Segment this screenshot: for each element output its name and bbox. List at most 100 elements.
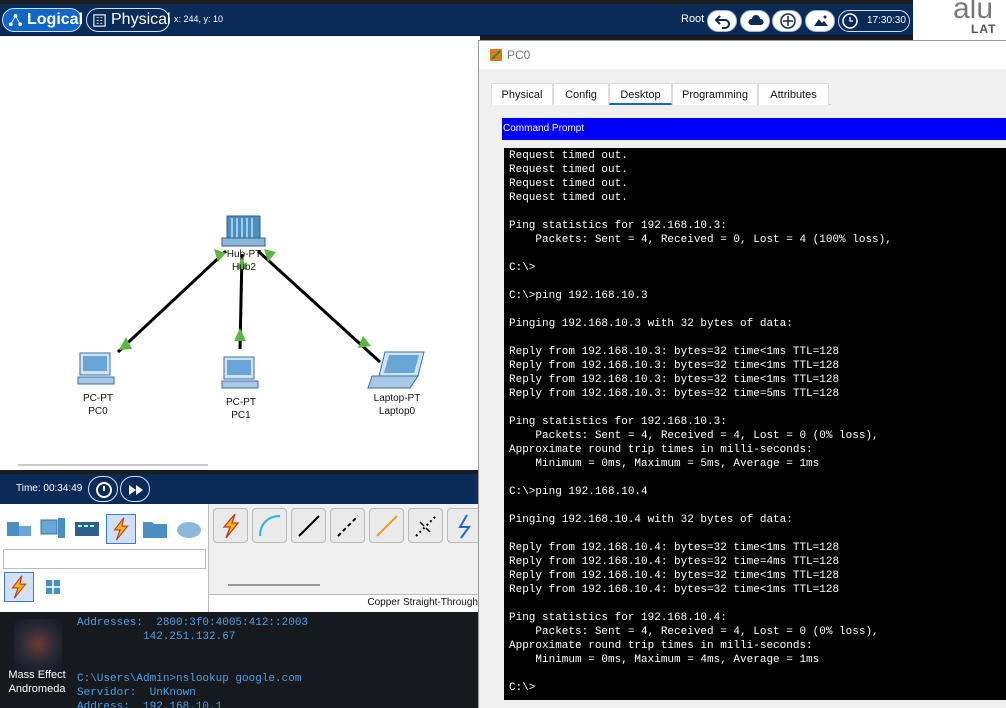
tab-desktop[interactable]: Desktop bbox=[609, 83, 672, 105]
fast-forward-button[interactable] bbox=[120, 476, 150, 502]
laptop-device[interactable] bbox=[367, 351, 425, 389]
network-devices-icon[interactable] bbox=[4, 514, 34, 544]
background-image-button[interactable] bbox=[805, 10, 835, 32]
cmd-line bbox=[509, 401, 892, 415]
background-terminal-output: Addresses: 2800:3f0:4005:412::2003 142.2… bbox=[77, 616, 477, 708]
pc1-label: PC-PT PC1 bbox=[201, 396, 281, 422]
clock-button[interactable]: 17:30:30 bbox=[838, 10, 910, 32]
game-label-line2: Andromeda bbox=[8, 683, 66, 695]
logical-topology-icon bbox=[8, 13, 23, 27]
cluster-button[interactable] bbox=[740, 10, 770, 32]
cmd-line: Packets: Sent = 4, Received = 4, Lost = … bbox=[509, 626, 879, 638]
cmd-line: Reply from 192.168.10.4: bytes=32 time<1… bbox=[509, 570, 840, 582]
window-title: PC0 bbox=[507, 48, 531, 62]
image-icon bbox=[814, 15, 828, 26]
cmd-line: Packets: Sent = 4, Received = 4, Lost = … bbox=[509, 430, 879, 442]
cmd-line: Reply from 192.168.10.3: bytes=32 time=5… bbox=[509, 388, 840, 400]
cmd-line: Pinging 192.168.10.4 with 32 bytes of da… bbox=[509, 514, 793, 526]
window-titlebar[interactable]: PC0 bbox=[479, 41, 1006, 69]
pc0-type: PC-PT bbox=[83, 393, 113, 404]
cmd-line bbox=[509, 499, 892, 513]
power-cycle-icon bbox=[96, 482, 112, 498]
packet-tracer-app-icon bbox=[490, 49, 502, 61]
tab-config[interactable]: Config bbox=[553, 83, 609, 105]
windows-desktop-background: Mass Effect Andromeda Addresses: 2800:3f… bbox=[0, 612, 480, 708]
power-cycle-button[interactable] bbox=[88, 476, 118, 502]
pc1-name: PC1 bbox=[231, 410, 251, 421]
components-icon[interactable] bbox=[72, 514, 102, 544]
cmd-line bbox=[509, 275, 892, 289]
laptop-name: Laptop0 bbox=[378, 406, 416, 417]
game-shortcut-icon[interactable] bbox=[14, 619, 62, 675]
term-line: 142.251.132.67 bbox=[77, 631, 236, 643]
back-arrow-icon bbox=[714, 15, 730, 29]
realtime-bar: Time: 00:34:49 bbox=[0, 474, 480, 504]
auto-connection-button[interactable] bbox=[213, 508, 248, 543]
serial-cable-icon bbox=[458, 514, 471, 539]
workspace-scrollbar[interactable] bbox=[18, 464, 208, 466]
copper-straight-button[interactable] bbox=[291, 508, 326, 543]
link-status-arrows bbox=[119, 249, 371, 350]
port-up-pc1 bbox=[234, 328, 246, 341]
command-prompt-terminal[interactable]: Request timed out.Request timed out.Requ… bbox=[504, 148, 1006, 700]
term-line: Address: 192.168.10.1 bbox=[77, 701, 223, 708]
cmd-line: Minimum = 0ms, Maximum = 4ms, Average = … bbox=[509, 654, 820, 666]
auto-connection-icon bbox=[222, 513, 240, 539]
simulation-time: Time: 00:34:49 bbox=[16, 483, 83, 494]
console-cable-button[interactable] bbox=[252, 508, 287, 543]
phone-cable-icon bbox=[415, 515, 437, 537]
cmd-line: Approximate round trip times in milli-se… bbox=[509, 640, 813, 652]
grid-icon[interactable] bbox=[44, 578, 62, 596]
cmd-line: Reply from 192.168.10.3: bytes=32 time<1… bbox=[509, 374, 840, 386]
game-shortcut-label[interactable]: Mass Effect Andromeda bbox=[0, 668, 74, 696]
back-button[interactable] bbox=[707, 10, 737, 32]
hub-device[interactable] bbox=[221, 215, 266, 247]
connections-subcategory-icon[interactable] bbox=[4, 572, 34, 602]
end-devices-icon[interactable] bbox=[38, 514, 68, 544]
tab-programming[interactable]: Programming bbox=[672, 83, 758, 105]
term-line: Addresses: 2800:3f0:4005:412::2003 bbox=[77, 617, 309, 629]
pc1-device[interactable] bbox=[221, 356, 259, 389]
device-category-panel bbox=[0, 504, 209, 612]
cloud-icon bbox=[748, 15, 764, 25]
link-hub-pc0[interactable] bbox=[116, 249, 228, 354]
logo-subtext: LAT bbox=[971, 22, 997, 36]
move-object-button[interactable] bbox=[772, 10, 802, 32]
serial-cable-button[interactable] bbox=[447, 508, 482, 543]
cmd-line bbox=[509, 303, 892, 317]
cmd-line: Reply from 192.168.10.3: bytes=32 time<1… bbox=[509, 346, 840, 358]
cmd-line: Pinging 192.168.10.3 with 32 bytes of da… bbox=[509, 318, 793, 330]
move-arrows-icon bbox=[780, 13, 796, 29]
tab-physical[interactable]: Physical bbox=[491, 83, 553, 105]
cmd-line: Packets: Sent = 4, Received = 0, Lost = … bbox=[509, 234, 892, 246]
connections-scrollbar[interactable] bbox=[228, 584, 320, 586]
logical-mode-button[interactable]: Logical bbox=[2, 8, 83, 32]
physical-building-icon bbox=[93, 14, 106, 27]
cross-cable-icon bbox=[337, 515, 359, 537]
link-hub-laptop[interactable] bbox=[256, 249, 382, 364]
physical-mode-button[interactable]: Physical bbox=[86, 8, 171, 32]
hub-name: Hub2 bbox=[232, 262, 256, 273]
network-clock-icon bbox=[842, 13, 858, 29]
partial-logo: alu LAT bbox=[913, 0, 1006, 40]
connections-category-icon[interactable] bbox=[106, 514, 136, 544]
fiber-button[interactable] bbox=[369, 508, 404, 543]
multiuser-cloud-icon[interactable] bbox=[174, 514, 204, 544]
pc0-name: PC0 bbox=[88, 406, 108, 417]
phone-cable-button[interactable] bbox=[408, 508, 443, 543]
physical-mode-label: Physical bbox=[111, 11, 171, 28]
term-line: Servidor: UnKnown bbox=[77, 687, 196, 699]
logical-workspace[interactable]: Hub-PT Hub2 PC-PT PC0 PC-PT PC1 Laptop-P… bbox=[0, 36, 480, 470]
copper-cross-button[interactable] bbox=[330, 508, 365, 543]
cmd-line bbox=[509, 527, 892, 541]
tab-attributes[interactable]: Attributes bbox=[758, 83, 829, 105]
hub-label: Hub-PT Hub2 bbox=[204, 248, 284, 274]
port-up-laptop bbox=[358, 336, 371, 348]
pc0-device[interactable] bbox=[77, 352, 115, 385]
game-label-line1: Mass Effect bbox=[8, 669, 66, 681]
cursor-coordinates: x: 244, y: 10 bbox=[174, 14, 224, 24]
pc1-type: PC-PT bbox=[226, 397, 256, 408]
device-search-input[interactable] bbox=[3, 549, 206, 569]
workspace-toolbar: Logical Physical x: 244, y: 10 Root 17:3… bbox=[0, 4, 913, 36]
miscellaneous-folder-icon[interactable] bbox=[140, 514, 170, 544]
